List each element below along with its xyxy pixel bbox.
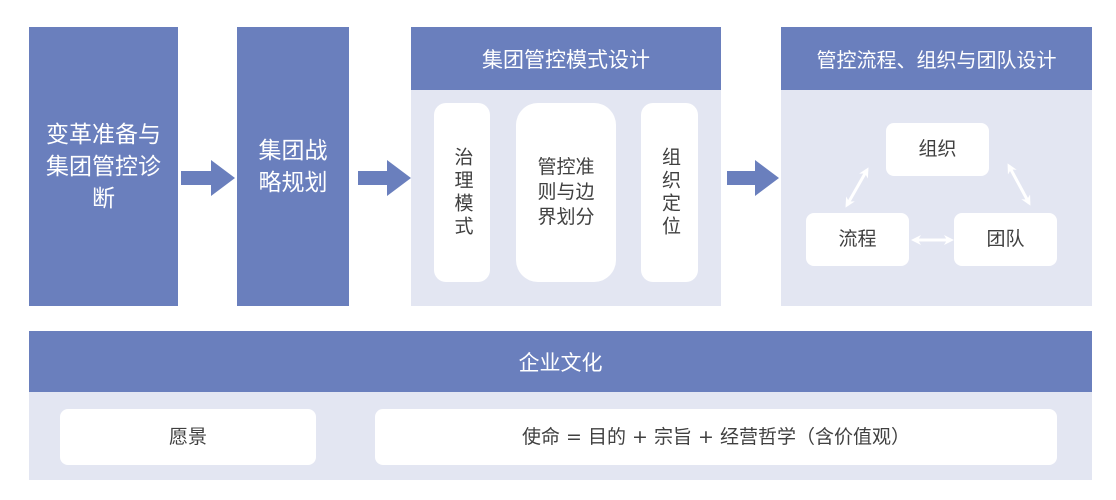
panel-title: 集团管控模式设计 [411, 27, 721, 90]
arrow-right-icon [358, 160, 411, 196]
node-team: 团队 [954, 213, 1057, 266]
vision-box: 愿景 [60, 409, 316, 465]
double-arrow-icon [845, 163, 1031, 245]
step-label: 变革准备与集团管控诊断 [46, 121, 161, 212]
step-label: 集团战略规划 [258, 137, 328, 196]
mission-box: 使命 = 目的 + 宗旨 + 经营哲学（含价值观） [375, 409, 1057, 465]
item-control-rules: 管控准则与边界划分 [516, 103, 616, 282]
item-governance-mode: 治理模式 [434, 103, 490, 282]
arrow-right-icon [727, 160, 779, 196]
node-process: 流程 [806, 213, 909, 266]
arrow-right-icon [181, 160, 235, 196]
culture-title-bar: 企业文化 [29, 331, 1092, 392]
step-box-strategy: 集团战略规划 [237, 27, 349, 306]
node-organization: 组织 [886, 123, 989, 176]
step-box-change-prep: 变革准备与集团管控诊断 [29, 27, 178, 306]
panel-title: 管控流程、组织与团队设计 [781, 27, 1092, 90]
item-org-positioning: 组织定位 [641, 103, 698, 282]
